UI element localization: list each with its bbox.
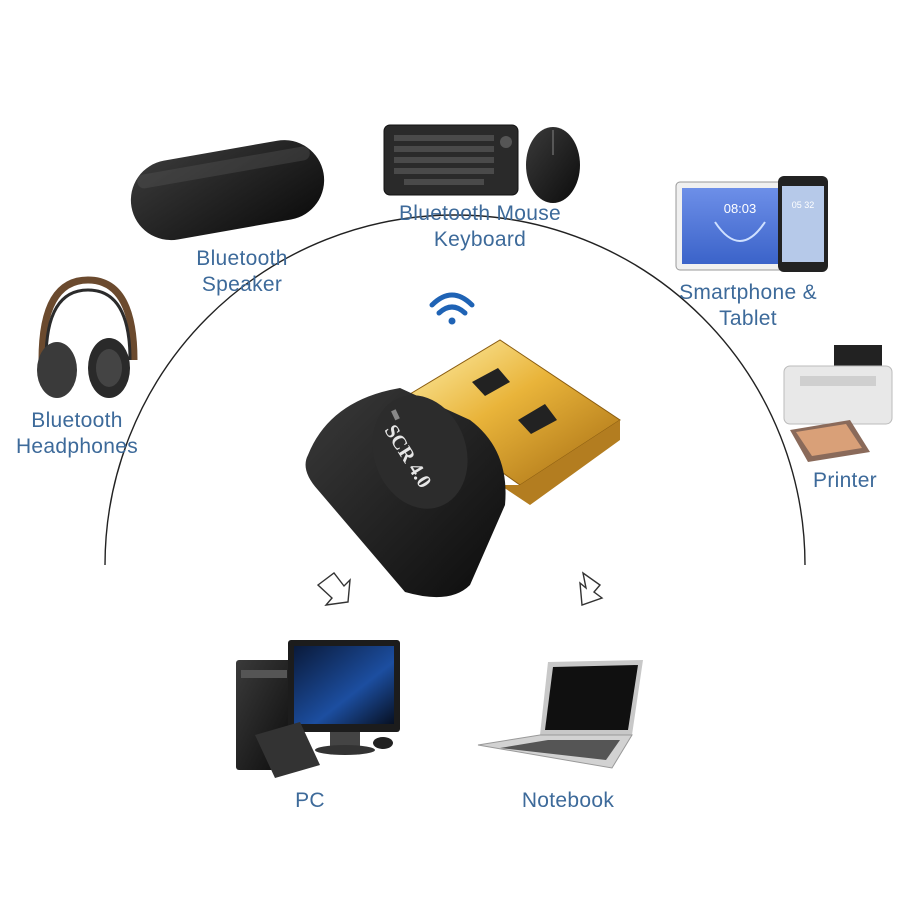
notebook-label-line1: Notebook [521,789,615,812]
headphones-label-line2: Headphones [15,435,139,458]
mouse-icon [526,127,580,203]
smartphone-tablet-label-line2: Tablet [719,307,777,330]
tablet-icon: 08:03 [675,181,785,271]
pc-label-line1: PC [295,789,325,812]
usb-adapter-icon: SCR 4.0 [305,339,621,598]
smartphone-tablet-label: Smartphone & Tablet [668,280,828,332]
notebook-icon [477,660,643,769]
headphones-label: Bluetooth Headphones [4,408,150,460]
tablet-time: 08:03 [724,201,757,216]
headphones-icon [37,276,138,398]
speaker-label: Bluetooth Speaker [172,246,312,298]
smartphone-icon: 05 32 [778,176,828,272]
pc-icon [236,640,400,778]
notebook-label: Notebook [498,788,638,814]
down-arrow-icon [579,571,604,606]
mouse-keyboard-label-line1: Bluetooth Mouse [398,202,562,225]
printer-icon [783,345,893,462]
keyboard-icon [383,124,519,196]
wifi-icon [429,292,475,325]
down-arrow-icon [316,572,351,606]
printer-label: Printer [795,468,895,494]
mouse-keyboard-label: Bluetooth Mouse Keyboard [380,201,580,253]
pc-label: PC [270,788,350,814]
mouse-keyboard-label-line2: Keyboard [433,228,527,251]
speaker-label-line1: Bluetooth [196,247,288,270]
phone-time: 05 32 [792,200,815,210]
smartphone-tablet-label-line1: Smartphone & [679,281,817,304]
speaker-label-line2: Speaker [201,273,283,296]
connection-arc [104,214,806,566]
printer-label-line1: Printer [813,469,877,492]
speaker-icon [130,140,325,241]
headphones-label-line1: Bluetooth [31,409,123,432]
